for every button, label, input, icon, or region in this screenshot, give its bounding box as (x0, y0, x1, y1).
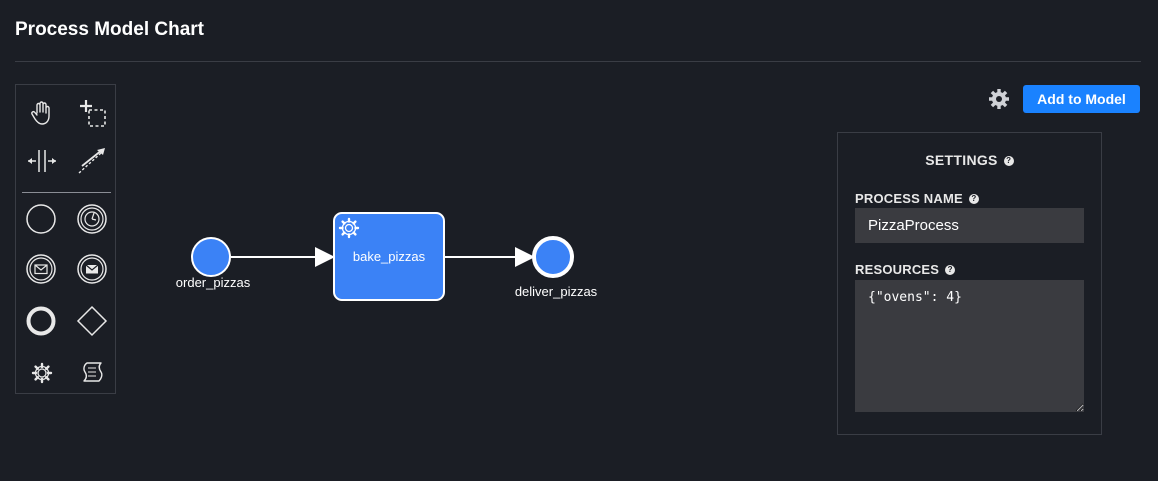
help-icon[interactable]: ? (1003, 156, 1014, 166)
lasso-icon (80, 100, 106, 127)
process-name-label: PROCESS NAME? (855, 191, 979, 206)
thick-circle-icon (26, 306, 56, 336)
diagram-svg (191, 212, 574, 301)
add-to-model-button[interactable]: Add to Model (1023, 85, 1140, 113)
service-task-gear-icon (338, 217, 360, 239)
settings-gear-button[interactable] (986, 86, 1012, 112)
circle-icon (26, 204, 56, 234)
diamond-icon (76, 305, 108, 337)
task-label: bake_pizzas (352, 249, 426, 264)
process-name-input[interactable] (855, 208, 1084, 243)
help-icon[interactable]: ? (945, 265, 956, 275)
resources-label-text: RESOURCES (855, 262, 940, 277)
palette-separator (22, 192, 111, 193)
page-title: Process Model Chart (15, 19, 204, 40)
help-icon[interactable]: ? (968, 194, 979, 204)
end-event-node[interactable] (532, 236, 574, 278)
lasso-tool[interactable] (74, 95, 110, 131)
settings-heading-text: SETTINGS (925, 152, 998, 168)
scroll-icon (83, 362, 103, 382)
settings-heading: SETTINGS? (838, 152, 1101, 168)
end-event-label: deliver_pizzas (514, 284, 598, 299)
task-node[interactable] (333, 212, 445, 301)
start-event-node[interactable] (191, 237, 231, 277)
tool-palette (15, 84, 116, 394)
message-throw-event-tool[interactable] (74, 251, 110, 287)
message-catch-icon (26, 254, 56, 284)
hand-tool[interactable] (24, 95, 60, 131)
hand-icon (31, 101, 50, 125)
process-name-label-text: PROCESS NAME (855, 191, 963, 206)
resources-label: RESOURCES? (855, 262, 956, 277)
message-catch-event-tool[interactable] (23, 251, 59, 287)
timer-event-tool[interactable] (74, 201, 110, 237)
gear-icon (989, 89, 1009, 109)
gear-icon (31, 362, 53, 384)
service-task-tool[interactable] (24, 355, 60, 391)
settings-panel: SETTINGS? PROCESS NAME? RESOURCES? {"ove… (837, 132, 1102, 435)
subprocess-tool[interactable] (74, 355, 110, 391)
start-event-tool[interactable] (23, 201, 59, 237)
gateway-tool[interactable] (74, 303, 110, 339)
resources-textarea[interactable]: {"ovens": 4} (855, 280, 1084, 412)
diagram-canvas[interactable]: order_pizzas bake_pizzas deliver_pizzas (130, 70, 820, 470)
message-throw-icon (77, 254, 107, 284)
space-tool[interactable] (24, 143, 60, 179)
connect-arrow-icon (78, 148, 105, 174)
header-divider (15, 61, 1141, 62)
start-event-label: order_pizzas (175, 275, 251, 290)
timer-icon (77, 204, 107, 234)
space-icon (28, 150, 56, 172)
end-event-tool[interactable] (23, 303, 59, 339)
connect-tool[interactable] (74, 143, 110, 179)
